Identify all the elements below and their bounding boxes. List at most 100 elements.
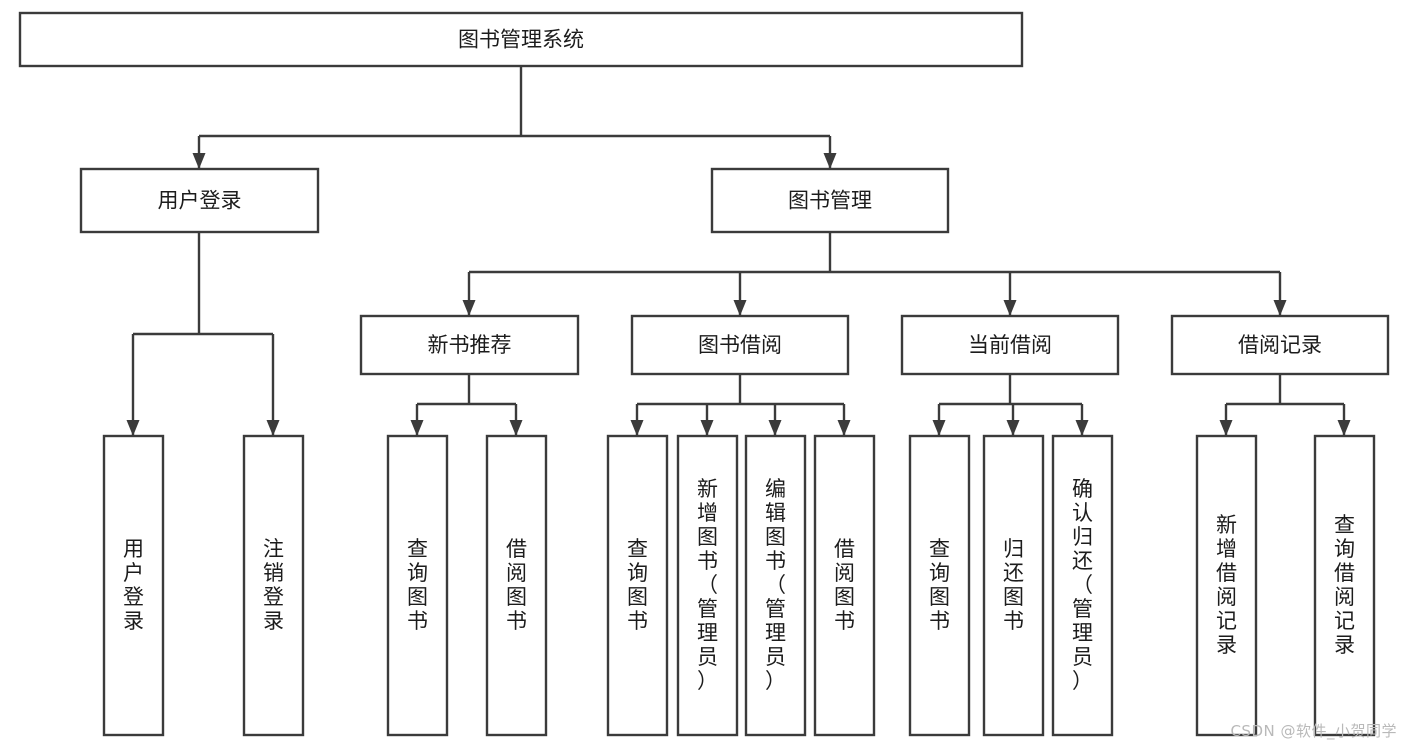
node-label-char: 查 bbox=[407, 537, 428, 561]
node-label-char: 归 bbox=[1003, 537, 1024, 561]
arrow-head bbox=[733, 300, 747, 316]
node-label-char: 还 bbox=[1003, 561, 1024, 585]
node-label-char: 书 bbox=[697, 549, 718, 573]
node-label: 图书借阅 bbox=[698, 333, 782, 357]
node-label-char: 阅 bbox=[506, 561, 527, 585]
node-label-char: 图 bbox=[697, 525, 718, 549]
node-label-char: 询 bbox=[627, 561, 648, 585]
node-label-char: （ bbox=[1072, 573, 1093, 597]
node-label: 图书管理系统 bbox=[458, 28, 584, 52]
node-box bbox=[900, 314, 1120, 376]
node-label-char: 登 bbox=[263, 585, 284, 609]
node-label-char: 借 bbox=[834, 537, 855, 561]
node-label-char: 录 bbox=[1216, 633, 1237, 657]
node-label-char: （ bbox=[765, 573, 786, 597]
node-label-char: 员 bbox=[697, 645, 718, 669]
node-new-book-rec[interactable]: 新书推荐 bbox=[359, 314, 580, 376]
node-label-char: 查 bbox=[1334, 513, 1355, 537]
arrow-head bbox=[410, 420, 424, 436]
node-label-char: 归 bbox=[1072, 525, 1093, 549]
node-box bbox=[630, 314, 850, 376]
node-label-char: 还 bbox=[1072, 549, 1093, 573]
node-label-char: 图 bbox=[765, 525, 786, 549]
node-label-char: 图 bbox=[627, 585, 648, 609]
node-label-char: 书 bbox=[929, 609, 950, 633]
node-label-char: （ bbox=[697, 573, 718, 597]
node-book-borrow[interactable]: 图书借阅 bbox=[630, 314, 850, 376]
node-label-char: 理 bbox=[697, 621, 718, 645]
node-book-manage[interactable]: 图书管理 bbox=[710, 167, 950, 234]
node-label-char: 图 bbox=[506, 585, 527, 609]
node-label-char: 记 bbox=[1216, 609, 1237, 633]
node-label-char: 书 bbox=[834, 609, 855, 633]
arrow-head bbox=[1006, 420, 1020, 436]
node-box bbox=[102, 434, 165, 737]
node-box bbox=[1051, 434, 1114, 737]
node-label-char: 图 bbox=[929, 585, 950, 609]
node-label-char: 书 bbox=[407, 609, 428, 633]
node-label-char: 管 bbox=[765, 597, 786, 621]
node-label-char: 书 bbox=[1003, 609, 1024, 633]
arrow-head bbox=[823, 153, 837, 169]
node-label-char: 录 bbox=[263, 609, 284, 633]
node-label-char: 登 bbox=[123, 585, 144, 609]
node-label-char: 员 bbox=[765, 645, 786, 669]
node-leaf-user-login[interactable]: 用户登录 bbox=[102, 434, 165, 737]
arrow-head bbox=[932, 420, 946, 436]
arrow-head bbox=[700, 420, 714, 436]
arrow-head bbox=[837, 420, 851, 436]
node-current-borrow[interactable]: 当前借阅 bbox=[900, 314, 1120, 376]
node-label-char: 询 bbox=[929, 561, 950, 585]
node-label-char: 询 bbox=[1334, 537, 1355, 561]
node-label-char: 编 bbox=[765, 477, 786, 501]
node-label-char: 认 bbox=[1072, 501, 1093, 525]
node-box bbox=[79, 167, 320, 234]
node-box bbox=[18, 11, 1024, 68]
node-label-char: 记 bbox=[1334, 609, 1355, 633]
node-label-char: 书 bbox=[627, 609, 648, 633]
node-label-char: 增 bbox=[1216, 537, 1237, 561]
node-label-char: 查 bbox=[627, 537, 648, 561]
node-box bbox=[908, 434, 971, 737]
node-label-char: 借 bbox=[1334, 561, 1355, 585]
node-root[interactable]: 图书管理系统 bbox=[18, 11, 1024, 68]
node-label-char: 管 bbox=[1072, 597, 1093, 621]
node-label: 图书管理 bbox=[788, 189, 872, 213]
node-label-char: 销 bbox=[263, 561, 284, 585]
node-label-char: 阅 bbox=[1334, 585, 1355, 609]
node-label: 新书推荐 bbox=[428, 333, 512, 357]
node-label-char: ） bbox=[697, 669, 718, 693]
node-label-char: 理 bbox=[765, 621, 786, 645]
arrow-head bbox=[126, 420, 140, 436]
node-label-char: 新 bbox=[1216, 513, 1237, 537]
node-box bbox=[386, 434, 449, 737]
node-label-char: 理 bbox=[1072, 621, 1093, 645]
node-label-char: 录 bbox=[123, 609, 144, 633]
node-label-char: 管 bbox=[697, 597, 718, 621]
node-box bbox=[242, 434, 305, 737]
arrow-head bbox=[509, 420, 523, 436]
node-label-char: 查 bbox=[929, 537, 950, 561]
node-label-char: 户 bbox=[123, 561, 144, 585]
node-label-char: 书 bbox=[506, 609, 527, 633]
node-box bbox=[485, 434, 548, 737]
arrow-head bbox=[768, 420, 782, 436]
node-label-char: 新 bbox=[697, 477, 718, 501]
node-user-login[interactable]: 用户登录 bbox=[79, 167, 320, 234]
node-borrow-record[interactable]: 借阅记录 bbox=[1170, 314, 1390, 376]
csdn-watermark: CSDN @软件_小贺同学 bbox=[1230, 722, 1397, 740]
arrow-head bbox=[630, 420, 644, 436]
